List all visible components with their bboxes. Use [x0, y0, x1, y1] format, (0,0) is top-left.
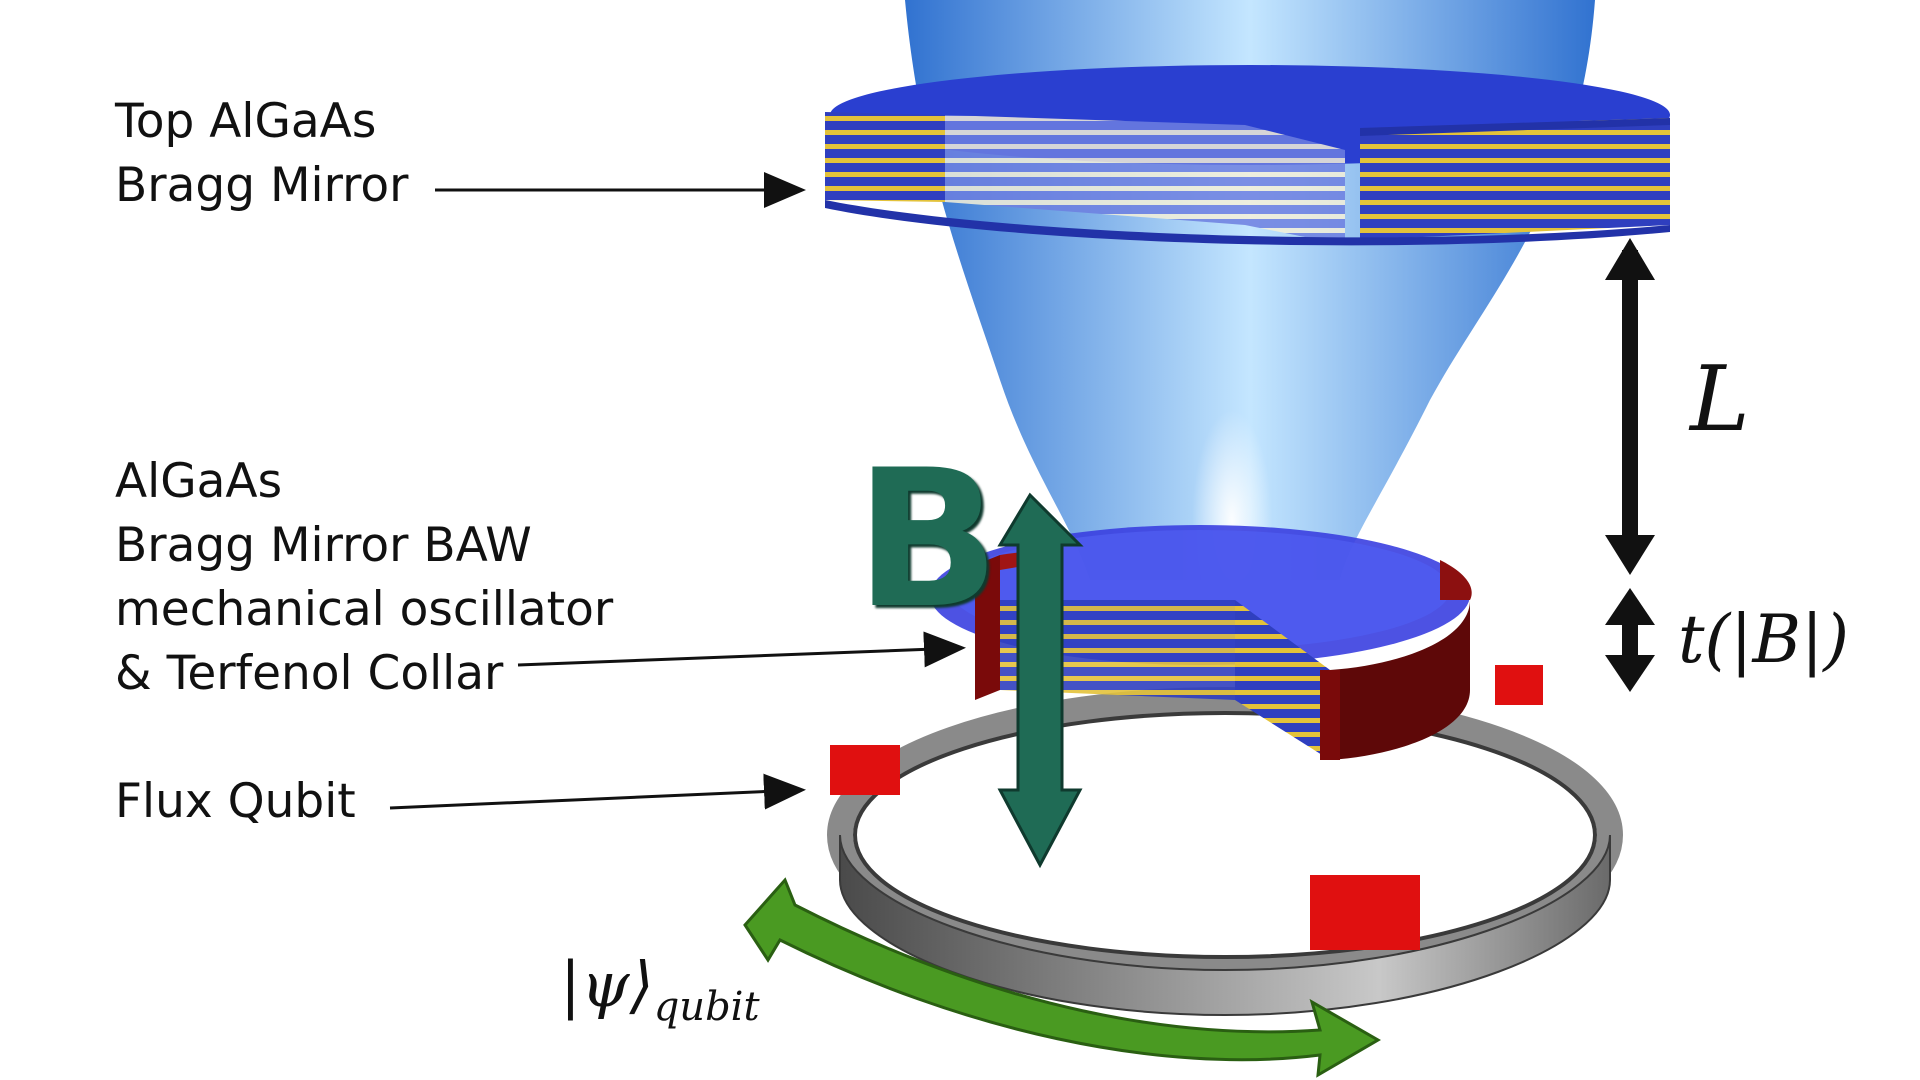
junction-left	[830, 745, 900, 795]
junction-front	[1310, 875, 1420, 950]
length-symbol: L	[1690, 347, 1750, 452]
qubit-ring-inner	[853, 711, 1597, 959]
bottom-mirror-label-line-3: mechanical oscillator	[115, 582, 614, 637]
top-mirror-label-line-1: Top AlGaAs	[115, 94, 377, 149]
top-mirror-label-line-2: Bragg Mirror	[115, 158, 409, 213]
length-arrow	[1605, 238, 1655, 575]
qubit-state-arrow	[743, 877, 1381, 1078]
junction-right	[1495, 665, 1543, 705]
qubit-state-ket: |ψ⟩	[560, 948, 654, 1021]
thickness-arrow	[1605, 588, 1655, 692]
flux-qubit-label: Flux Qubit	[115, 774, 356, 829]
qubit-state-subscript: qubit	[653, 984, 760, 1030]
qubit-state-symbol: |ψ⟩qubit	[560, 945, 760, 1047]
top-mirror-label: Top AlGaAs Bragg Mirror	[115, 90, 408, 218]
b-field-arrow	[997, 492, 1084, 869]
qubit-ring-front	[839, 834, 1611, 1017]
bottom-bragg-mirror	[930, 525, 1470, 760]
b-field-symbol: B	[855, 429, 1000, 650]
bottom-mirror-label-line-4: & Terfenol Collar	[115, 646, 504, 701]
bottom-mirror-label: AlGaAs Bragg Mirror BAW mechanical oscil…	[115, 450, 613, 706]
bottom-mirror-pointer	[517, 631, 966, 668]
bottom-mirror-label-line-1: AlGaAs	[115, 454, 283, 509]
thickness-symbol: t(|B|)	[1678, 601, 1849, 678]
flux-qubit-pointer	[389, 773, 806, 810]
bottom-mirror-label-line-2: Bragg Mirror BAW	[115, 518, 532, 573]
top-bragg-mirror	[825, 65, 1670, 246]
